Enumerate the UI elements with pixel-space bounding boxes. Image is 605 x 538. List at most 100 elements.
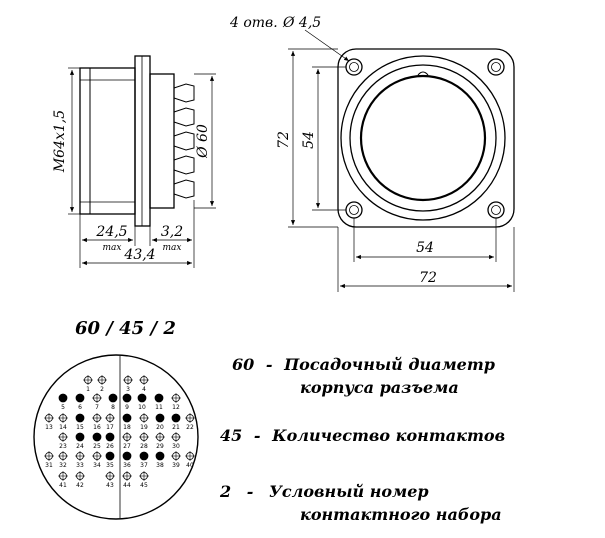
length-3-2-note: max [163,243,182,253]
pin-label-25: 25 [93,443,101,450]
legend-text-3a: Условный номер [268,482,429,501]
legend-code-3: 2 [220,482,232,501]
pin-label-32: 32 [59,462,67,469]
rear-housing [149,73,175,209]
legend-dash-3: - [246,482,254,501]
legend-text-1b: корпуса разъема [300,378,459,397]
thread-label: M64x1,5 [52,110,68,173]
pin-label-28: 28 [140,443,148,450]
pin-5 [58,393,68,403]
pin-label-39: 39 [172,462,180,469]
mounting-hole-bl [345,201,363,219]
pin-label-29: 29 [156,443,164,450]
pin-9 [122,393,132,403]
pin-label-42: 42 [76,482,84,489]
legend-text-1a: Посадочный диаметр [284,355,495,374]
pin-label-24: 24 [76,443,84,450]
diameter-60-label: Ø 60 [195,124,211,159]
mounting-hole-br [487,201,505,219]
pin-15 [75,413,85,423]
holes-count-label: 4 отв. [229,15,278,31]
legend-dash-1: - [265,355,273,374]
pin-label-14: 14 [59,424,67,431]
pin-6 [75,393,85,403]
pin-label-11: 11 [155,404,163,411]
pin-25 [92,432,102,442]
outer-height-label: 72 [276,131,292,149]
pin-label-15: 15 [76,424,84,431]
pin-label-19: 19 [140,424,148,431]
pin-label-44: 44 [123,482,131,489]
pin-label-1: 1 [86,386,90,393]
legend-row-1: 60 - Посадочный диаметр [232,355,495,374]
legend-row-3: 2 - Условный номер [220,482,429,501]
pin-label-7: 7 [95,404,99,411]
key-notch [417,71,429,76]
pin-label-41: 41 [59,482,67,489]
pin-label-12: 12 [172,404,180,411]
pin-label-22: 22 [186,424,194,431]
pin-35 [105,451,115,461]
pin-label-9: 9 [125,404,129,411]
pin-36 [122,451,132,461]
pin-label-23: 23 [59,443,67,450]
length-24-5-note: max [103,243,122,253]
pin-label-5: 5 [61,404,65,411]
pin-label-30: 30 [172,443,180,450]
pin-label-38: 38 [156,462,164,469]
pin-label-26: 26 [106,443,114,450]
inner-ring [359,74,487,202]
outer-ring [340,55,506,221]
pin-label-43: 43 [106,482,114,489]
pin-label-17: 17 [106,424,114,431]
pin-label-6: 6 [78,404,82,411]
mounting-hole-tl [345,58,363,76]
legend-dash-2: - [253,426,261,445]
pin-label-21: 21 [172,424,180,431]
pin-18 [122,413,132,423]
pin-10 [137,393,147,403]
holes-diameter-label: Ø 4,5 [282,15,321,31]
legend-code-1: 60 [232,355,255,374]
pin-label-45: 45 [140,482,148,489]
pin-11 [154,393,164,403]
legend-text-2a: Количество контактов [272,426,506,445]
pin-label-13: 13 [45,424,53,431]
pin-8 [108,393,118,403]
front-view [288,29,515,292]
inner-width-label: 54 [416,240,434,256]
legend-code-2: 45 [220,426,243,445]
pin-label-4: 4 [142,386,146,393]
total-length-label: 43,4 [123,247,155,263]
pin-label-20: 20 [156,424,164,431]
pin-layout-circle [33,354,199,520]
rear-pins [173,83,195,199]
pin-label-31: 31 [45,462,53,469]
pin-label-2: 2 [100,386,104,393]
pin-label-40: 40 [186,462,194,469]
pin-26 [105,432,115,442]
outer-width-label: 72 [419,270,437,286]
pin-label-10: 10 [138,404,146,411]
pin-38 [155,451,165,461]
middle-ring [349,64,497,212]
length-24-5-label: 24,5 [95,224,127,240]
mounting-hole-tr [487,58,505,76]
designation-code: 60 / 45 / 2 [75,318,176,339]
legend-text-3b: контактного набора [300,505,502,524]
pin-label-27: 27 [123,443,131,450]
pin-37 [139,451,149,461]
connector-body [79,67,136,215]
legend-row-2: 45 - Количество контактов [220,426,505,445]
side-view [68,55,216,268]
length-3-2-label: 3,2 [161,224,183,240]
pin-label-34: 34 [93,462,101,469]
inner-height-label: 54 [301,131,317,149]
pin-label-16: 16 [93,424,101,431]
pin-label-36: 36 [123,462,131,469]
pin-label-33: 33 [76,462,84,469]
pin-21 [171,413,181,423]
pin-label-18: 18 [123,424,131,431]
